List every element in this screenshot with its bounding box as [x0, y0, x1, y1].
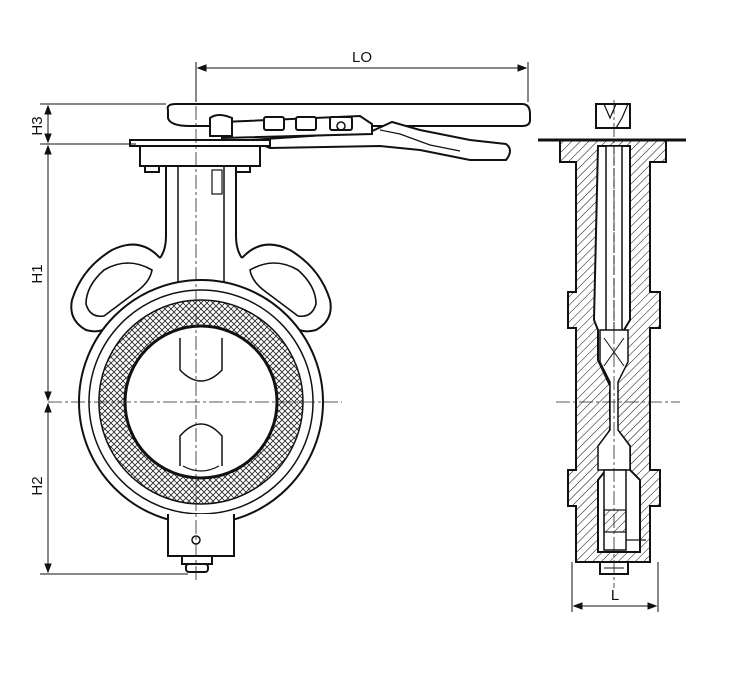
disc-hub-bottom — [179, 423, 223, 466]
handle-grip — [249, 120, 511, 161]
side-centerlines — [556, 100, 680, 588]
right-lug — [241, 243, 332, 333]
dim-label-h2: H2 — [29, 476, 46, 495]
dim-label-l: L — [611, 587, 619, 604]
side-view — [538, 103, 686, 575]
disc-hub-top — [179, 338, 223, 382]
dim-label-lo: LO — [352, 49, 372, 66]
left-lug — [70, 243, 161, 333]
top-nut — [595, 103, 631, 129]
front-view — [70, 103, 531, 573]
front-centerlines — [48, 106, 342, 580]
dim-label-h1: H1 — [29, 264, 46, 283]
dim-label-h3: H3 — [29, 116, 46, 135]
dimension-lines — [40, 62, 659, 612]
neck — [159, 166, 243, 259]
bottom-boss — [167, 514, 235, 557]
